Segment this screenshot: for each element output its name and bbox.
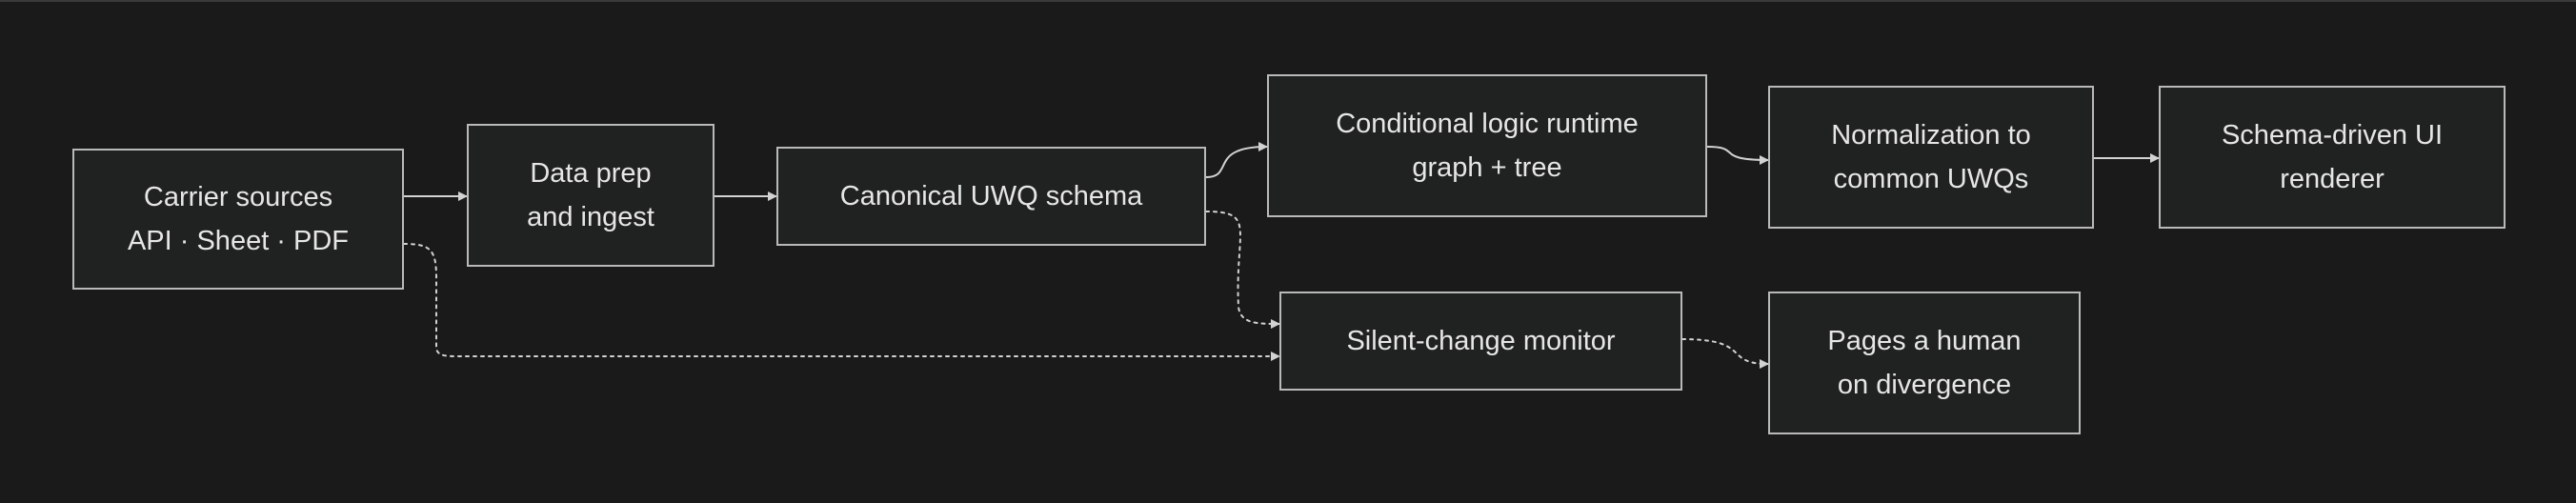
node-carrier-sources-label: Carrier sources API · Sheet · PDF xyxy=(127,182,350,256)
node-normalization-label: Normalization to common UWQs xyxy=(1831,120,2031,194)
edge-schema-to-logic xyxy=(1205,142,1268,178)
edge-schema-to-monitor xyxy=(1205,211,1280,329)
node-carrier-sources: Carrier sources API · Sheet · PDF xyxy=(72,149,404,290)
node-conditional-logic-label: Conditional logic runtime graph + tree xyxy=(1336,109,1639,183)
node-silent-monitor-label: Silent-change monitor xyxy=(1346,326,1616,356)
node-ui-renderer-label: Schema-driven UI renderer xyxy=(2221,120,2444,194)
node-canonical-schema: Canonical UWQ schema xyxy=(776,147,1206,246)
edge-carrier-to-monitor xyxy=(403,243,1280,361)
edge-monitor-to-pages xyxy=(1681,338,1769,369)
edge-logic-to-normalization xyxy=(1706,146,1769,165)
node-silent-monitor: Silent-change monitor xyxy=(1279,292,1682,391)
node-data-prep: Data prep and ingest xyxy=(467,124,714,267)
node-normalization: Normalization to common UWQs xyxy=(1768,86,2094,229)
node-pages-human-label: Pages a human on divergence xyxy=(1827,326,2022,400)
node-conditional-logic: Conditional logic runtime graph + tree xyxy=(1267,74,1707,217)
node-ui-renderer: Schema-driven UI renderer xyxy=(2159,86,2506,229)
node-canonical-schema-label: Canonical UWQ schema xyxy=(839,181,1143,211)
node-data-prep-label: Data prep and ingest xyxy=(527,158,654,232)
node-pages-human: Pages a human on divergence xyxy=(1768,292,2081,434)
